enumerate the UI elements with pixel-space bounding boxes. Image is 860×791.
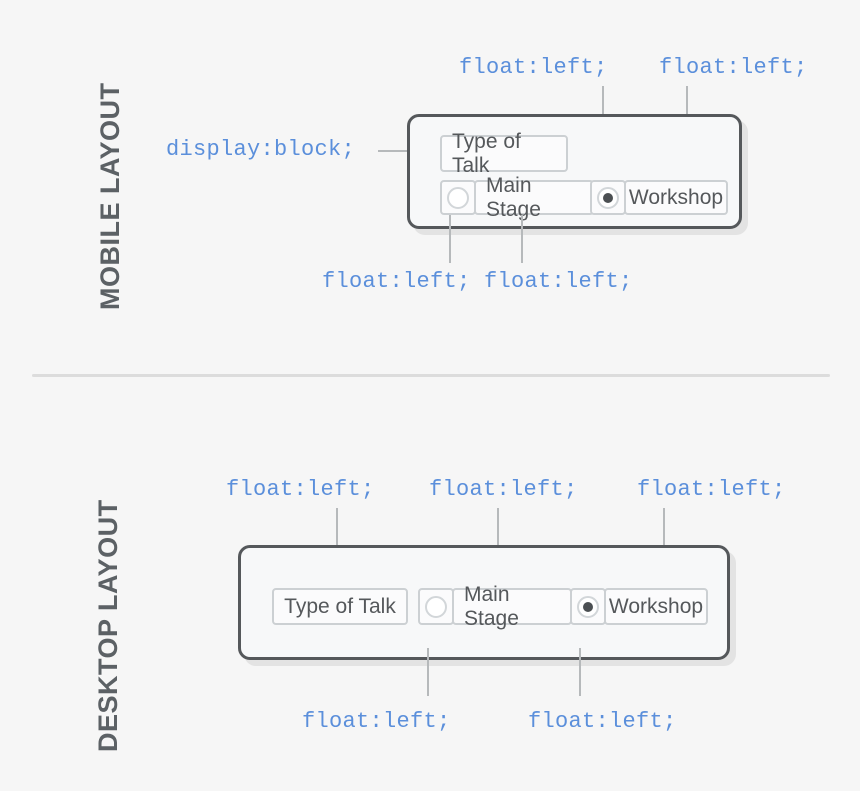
desktop-annotation-bottom-2: float:left; (528, 709, 677, 734)
desktop-section-title: DESKTOP LAYOUT (93, 499, 123, 752)
desktop-radio-workshop[interactable] (570, 588, 606, 625)
desktop-radio-main-stage[interactable] (418, 588, 454, 625)
desktop-leader-bottom-1 (427, 648, 429, 696)
desktop-annotation-top-1: float:left; (226, 477, 375, 502)
mobile-radio-main-stage[interactable] (440, 180, 476, 215)
mobile-radio-label-workshop[interactable]: Workshop (624, 180, 728, 215)
mobile-form-frame: Type of Talk Main Stage Workshop (407, 114, 742, 229)
mobile-annotation-top-1: float:left; (459, 55, 608, 80)
radio-checked-icon (597, 186, 619, 209)
radio-unchecked-icon (425, 595, 447, 618)
mobile-leader-bottom-2 (521, 215, 523, 263)
desktop-annotation-bottom-1: float:left; (302, 709, 451, 734)
mobile-legend-type-of-talk: Type of Talk (440, 130, 568, 177)
mobile-leader-bottom-1 (449, 215, 451, 263)
desktop-leader-bottom-2 (579, 648, 581, 696)
mobile-section-title: MOBILE LAYOUT (95, 82, 125, 310)
desktop-radio-label-main-stage[interactable]: Main Stage (452, 583, 572, 630)
mobile-annotation-left: display:block; (166, 137, 356, 162)
desktop-form-frame: Type of Talk Main Stage Workshop (238, 545, 730, 660)
desktop-legend-type-of-talk: Type of Talk (272, 588, 408, 625)
desktop-annotation-top-3: float:left; (637, 477, 786, 502)
mobile-annotation-bottom-2: float:left; (484, 269, 633, 294)
mobile-annotation-top-2: float:left; (659, 55, 808, 80)
radio-unchecked-icon (447, 186, 469, 209)
radio-checked-icon (577, 595, 599, 618)
section-divider (32, 374, 830, 377)
mobile-radio-label-main-stage[interactable]: Main Stage (474, 174, 594, 221)
desktop-radio-label-workshop[interactable]: Workshop (604, 588, 708, 625)
desktop-annotation-top-2: float:left; (429, 477, 578, 502)
mobile-annotation-bottom-1: float:left; (322, 269, 471, 294)
mobile-radio-workshop[interactable] (590, 180, 626, 215)
